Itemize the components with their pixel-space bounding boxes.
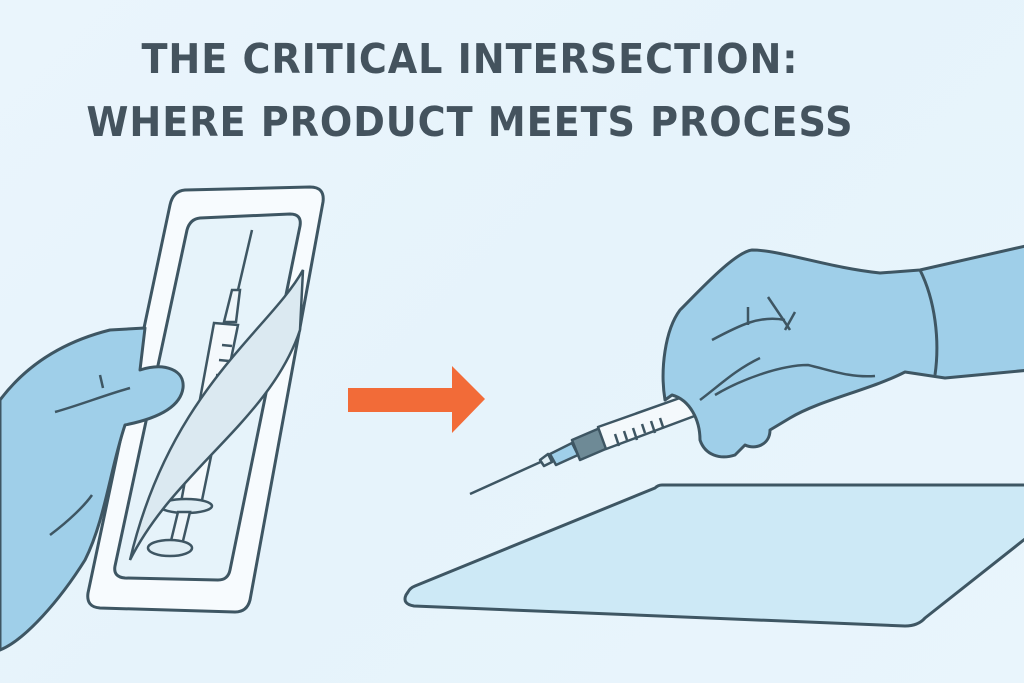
arrow-right-icon	[348, 366, 485, 433]
page-title: THE CRITICAL INTERSECTION: WHERE PRODUCT…	[33, 28, 907, 154]
right-gloved-hand-icon	[661, 244, 1024, 459]
syringe-icon	[469, 386, 718, 496]
left-gloved-hand-icon	[0, 326, 185, 652]
title-line-1: THE CRITICAL INTERSECTION:	[141, 35, 799, 83]
title-line-2: WHERE PRODUCT MEETS PROCESS	[86, 98, 854, 146]
sterile-tray-icon	[403, 483, 1024, 628]
peeled-film-icon	[128, 269, 305, 561]
